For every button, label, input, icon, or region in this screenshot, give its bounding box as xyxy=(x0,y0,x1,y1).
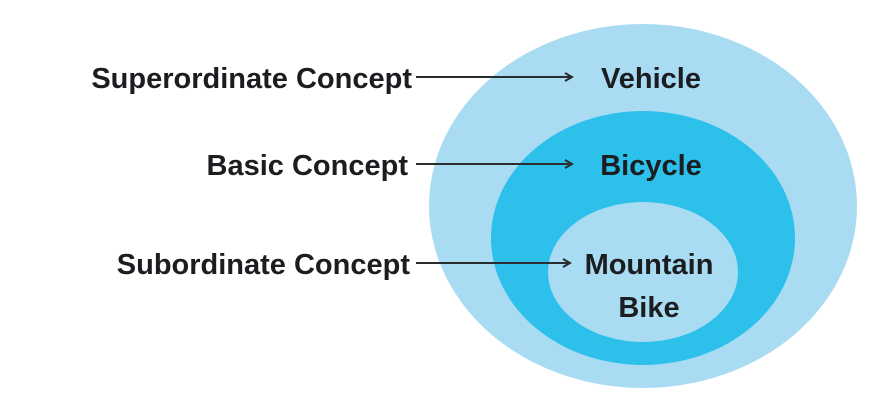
superordinate-example: Vehicle xyxy=(601,63,701,95)
subordinate-label: Subordinate Concept xyxy=(117,249,411,281)
subordinate-example-line2: Bike xyxy=(618,292,679,324)
superordinate-label: Superordinate Concept xyxy=(91,63,412,95)
subordinate-ellipse xyxy=(548,202,738,342)
basic-label: Basic Concept xyxy=(207,150,409,182)
subordinate-example-line1: Mountain xyxy=(585,249,714,281)
basic-example: Bicycle xyxy=(600,150,702,182)
